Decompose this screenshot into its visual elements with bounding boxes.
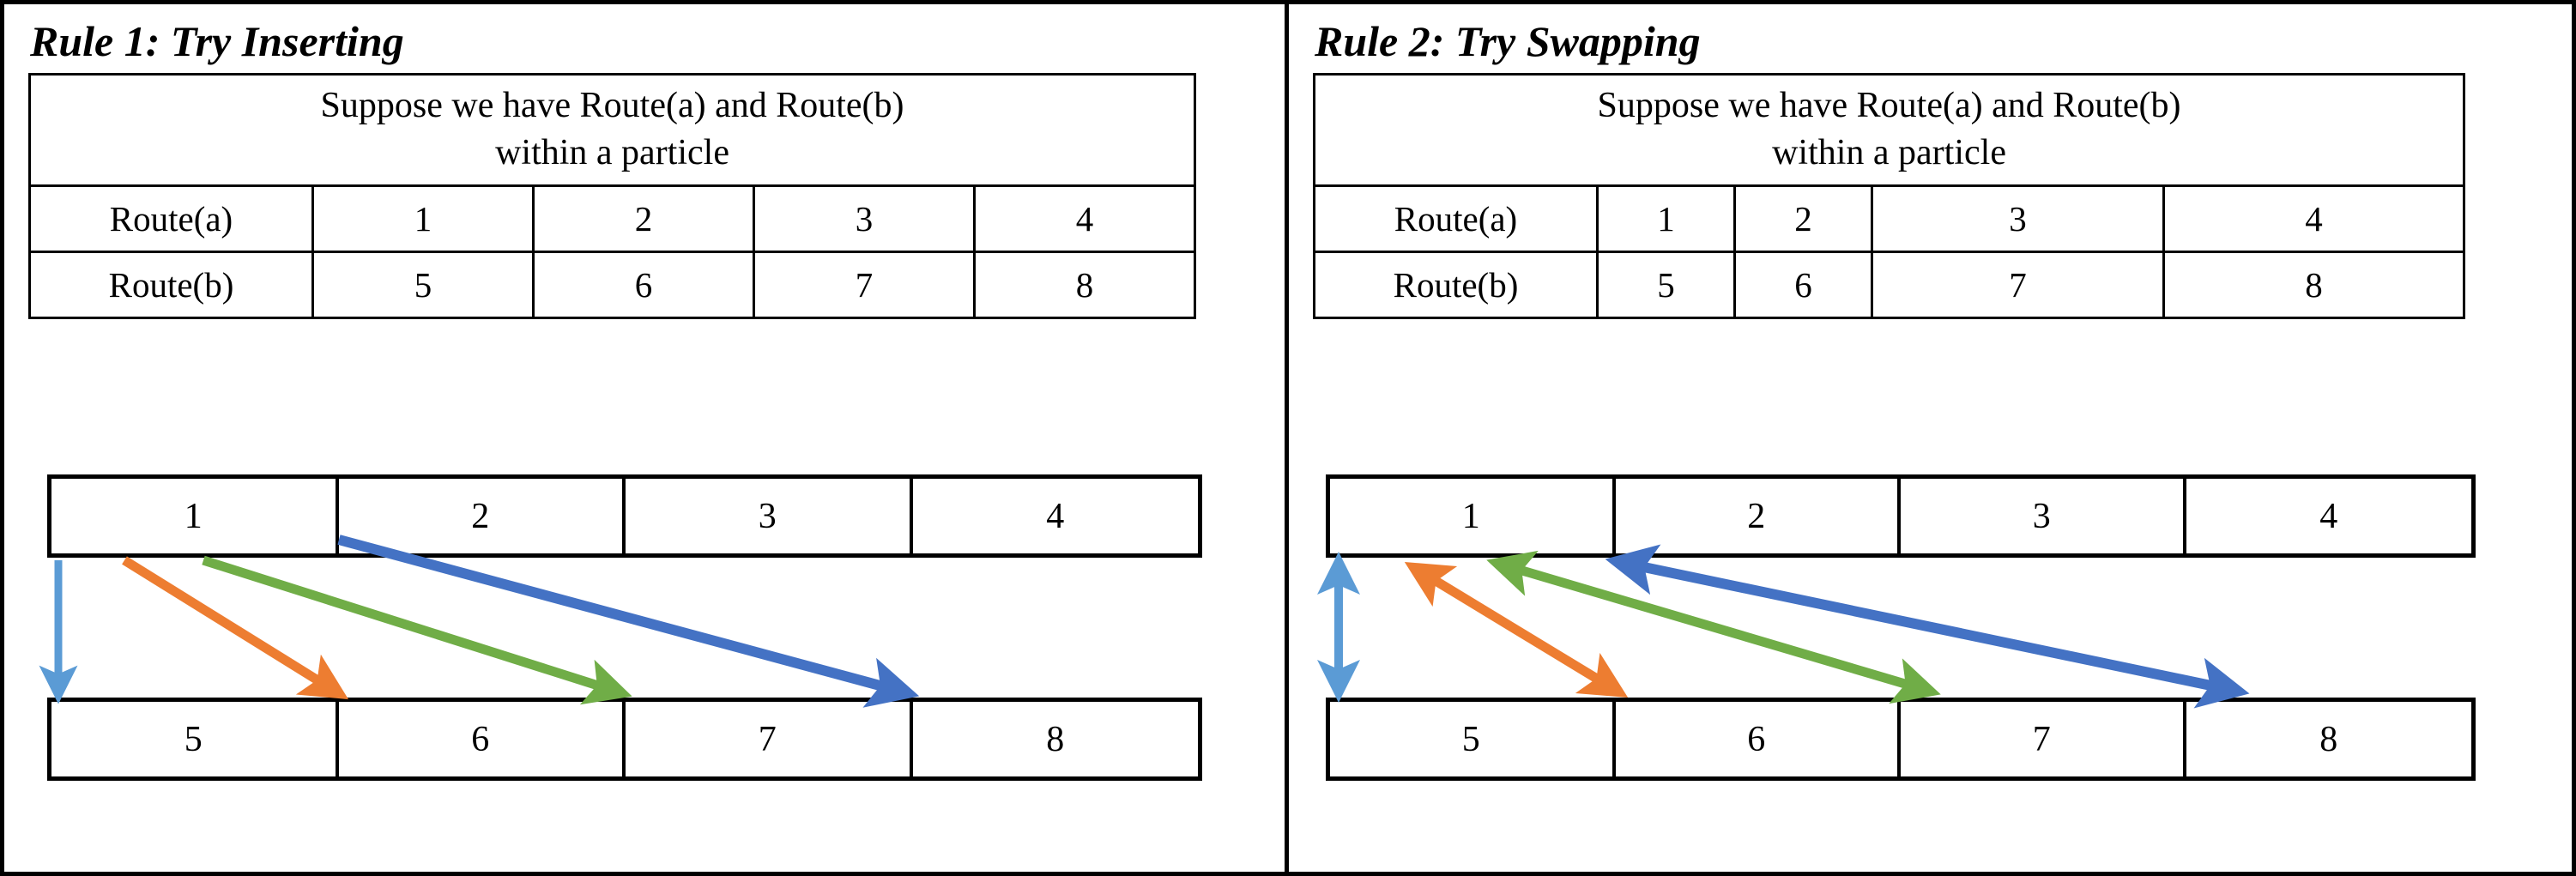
rule-1-bottom-strip: 5 6 7 8 [47,698,1202,781]
rule-1-route-a-cell-1: 2 [532,184,755,253]
rule-1-top-strip: 1 2 3 4 [47,474,1202,558]
rule-1-route-b-cell-3: 8 [972,250,1197,319]
rule-1-route-b-label: Route(b) [28,250,314,319]
rule-1-table-header-line1: Suppose we have Route(a) and Route(b) [320,86,904,125]
rule-1-top-cell-0: 1 [51,479,339,553]
rule-1-bottom-cell-3: 8 [1046,719,1065,759]
rule-2-bottom-cell-2: 7 [1901,702,2186,776]
rule-1-top-cell-1: 2 [339,479,626,553]
rule-2-route-a-cell-0: 1 [1596,184,1736,253]
panel-divider [1285,4,1289,872]
rule-1-route-b-cell-1: 6 [532,250,755,319]
rule-2-route-b-label: Route(b) [1313,250,1599,319]
panel-rule-2: Rule 2: Try Swapping Suppose we have Rou… [1289,4,2572,872]
rule-2-table-header-line1: Suppose we have Route(a) and Route(b) [1597,86,2181,125]
rule-1-table-header-line2: within a particle [495,133,729,173]
rule-1-top-cell-2: 3 [626,479,913,553]
rule-2-bottom-cell-1: 6 [1616,702,1901,776]
rule-2-top-cell-0: 1 [1330,479,1616,553]
rule-1-route-a-cell-2: 3 [753,184,976,253]
arrow-green-insert [202,555,632,705]
arrow-green-swap [1486,550,1941,704]
rule-2-route-a-cell-3: 4 [2162,184,2466,253]
rule-1-route-b-cell-0: 5 [311,250,535,319]
rule-2-table-header-line2: within a particle [1772,133,2006,173]
rule-2-top-cell-1: 2 [1616,479,1901,553]
rule-2-table-header: Suppose we have Route(a) and Route(b) wi… [1312,73,2466,187]
rule-2-supposition-table: Suppose we have Route(a) and Route(b) wi… [1312,73,2466,319]
rule-2-route-a-row: Route(a) 1 2 3 4 [1313,184,2466,253]
rule-2-top-cell-3: 4 [2319,496,2338,536]
rule-1-bottom-cell-0: 5 [51,702,339,776]
rule-2-bottom-strip: 5 6 7 8 [1326,698,2476,781]
rule-2-route-a-label: Route(a) [1313,184,1599,253]
rule-2-route-a-cell-1: 2 [1733,184,1873,253]
arrow-orange-swap [1404,562,1629,698]
rule-2-route-b-cell-1: 6 [1733,250,1873,319]
rule-2-bottom-cell-0: 5 [1330,702,1616,776]
rule-2-route-b-cell-0: 5 [1596,250,1736,319]
rule-1-route-a-label: Route(a) [28,184,314,253]
rule-1-bottom-cell-1: 6 [339,702,626,776]
arrow-blue-insert [337,535,920,708]
rule-1-title: Rule 1: Try Inserting [30,17,404,65]
rule-1-route-a-cell-3: 4 [972,184,1197,253]
rule-2-route-b-cell-3: 8 [2162,250,2466,319]
rule-2-route-a-cell-2: 3 [1871,184,2165,253]
rule-2-top-cell-2: 3 [1901,479,2186,553]
rule-2-title: Rule 2: Try Swapping [1315,17,1701,65]
rule-1-route-b-row: Route(b) 5 6 7 8 [28,250,1197,319]
rule-2-route-b-row: Route(b) 5 6 7 8 [1313,250,2466,319]
rule-1-route-a-row: Route(a) 1 2 3 4 [28,184,1197,253]
arrow-orange-insert [122,556,349,700]
rule-2-route-b-cell-2: 7 [1871,250,2165,319]
rule-1-table-header: Suppose we have Route(a) and Route(b) wi… [27,73,1197,187]
rule-1-supposition-table: Suppose we have Route(a) and Route(b) wi… [27,73,1197,319]
rule-1-top-cell-3: 4 [1046,496,1065,536]
rule-2-bottom-cell-3: 8 [2319,719,2338,759]
arrow-blue-swap [1605,544,2250,709]
rule-2-top-strip: 1 2 3 4 [1326,474,2476,558]
panel-rule-1: Rule 1: Try Inserting Suppose we have Ro… [4,4,1285,872]
rule-1-route-a-cell-0: 1 [311,184,535,253]
rule-1-route-b-cell-2: 7 [753,250,976,319]
rule-1-bottom-cell-2: 7 [626,702,913,776]
